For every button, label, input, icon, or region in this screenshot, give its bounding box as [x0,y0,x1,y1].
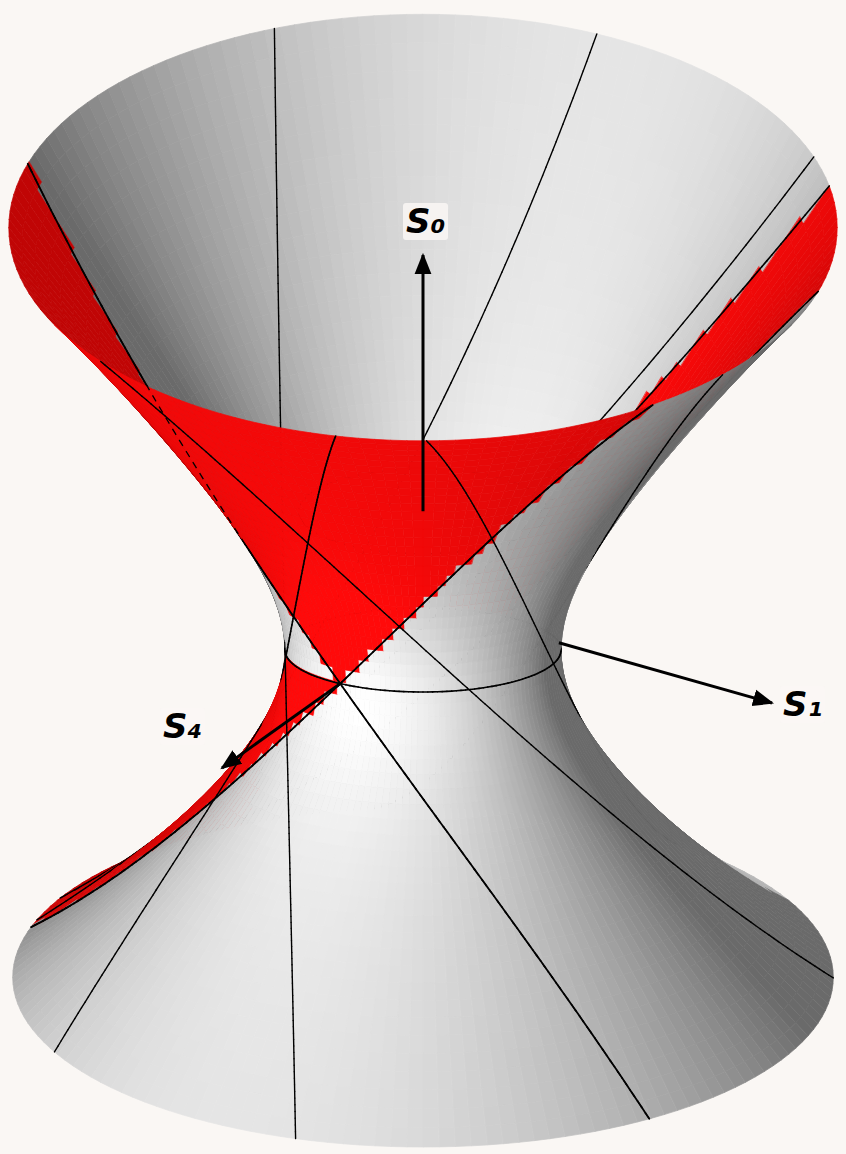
surface-patch [448,177,462,202]
surface-patch [423,151,437,177]
surface-patch [452,71,468,99]
surface-patch [437,98,452,125]
surface-patch [366,126,382,153]
surface-patch [467,72,484,100]
surface-patch [342,17,360,47]
surface-patch [407,43,423,71]
surface-patch [350,100,367,128]
surface-patch [460,202,474,227]
surface-patch [458,226,472,250]
surface-patch [486,17,504,47]
surface-patch [347,73,364,101]
surface-patch [368,152,383,178]
surface-patch [469,44,486,73]
surface-patch [466,99,482,126]
surface-patch [372,202,386,227]
surface-patch [423,125,437,151]
surface-patch [423,71,438,98]
surface-patch [360,44,377,73]
surface-patch [377,71,393,99]
surface-patch [436,151,450,177]
surface-patch [392,43,408,71]
surface-patch [410,176,423,201]
surface-patch [439,14,456,43]
surface-patch [407,14,423,43]
surface-patch [453,43,470,72]
surface-patch [364,99,380,126]
surface-patch [454,15,471,44]
surface-patch [470,16,488,46]
surface-patch [438,43,454,71]
surface-patch [409,125,423,151]
surface-patch [362,72,379,100]
surface-patch [374,15,391,44]
surface-patch [393,71,409,99]
surface-patch [380,125,395,152]
surface-patch [383,177,397,202]
surface-patch [376,43,393,72]
surface-patch [436,176,450,201]
surface-patch [423,14,439,43]
surface-patch [395,125,410,151]
surface-patch [374,226,388,250]
surface-patch [423,176,436,201]
surface-patch [394,98,409,125]
surface-patch [449,151,464,177]
surface-patch [423,98,438,125]
surface-patch [379,99,395,126]
surface-patch [408,98,423,125]
surface-patch [345,45,363,74]
surface-patch [482,73,499,101]
surface-patch [423,249,435,272]
surface-patch [451,99,467,126]
surface-patch [484,45,502,74]
surface-patch [463,152,478,178]
surface-patch [397,176,411,201]
surface-patch [461,177,476,203]
surface-patch [464,126,480,153]
surface-patch [450,125,465,152]
surface-group [9,14,837,1147]
surface-patch [447,201,461,226]
surface-patch [411,249,423,272]
surface-patch [437,125,452,151]
surface-patch [385,201,399,226]
surface-patch [396,151,410,177]
surface-patch [370,177,385,203]
surface-patch [446,226,459,250]
surface-patch [386,226,399,250]
surface-patch [382,151,397,177]
surface-patch [391,14,408,43]
surface-patch [409,151,423,177]
surface-patch [438,71,454,99]
surface-patch [423,43,439,71]
surface-patch [408,71,423,98]
surface-patch [358,16,376,46]
surface-patch [480,100,497,128]
